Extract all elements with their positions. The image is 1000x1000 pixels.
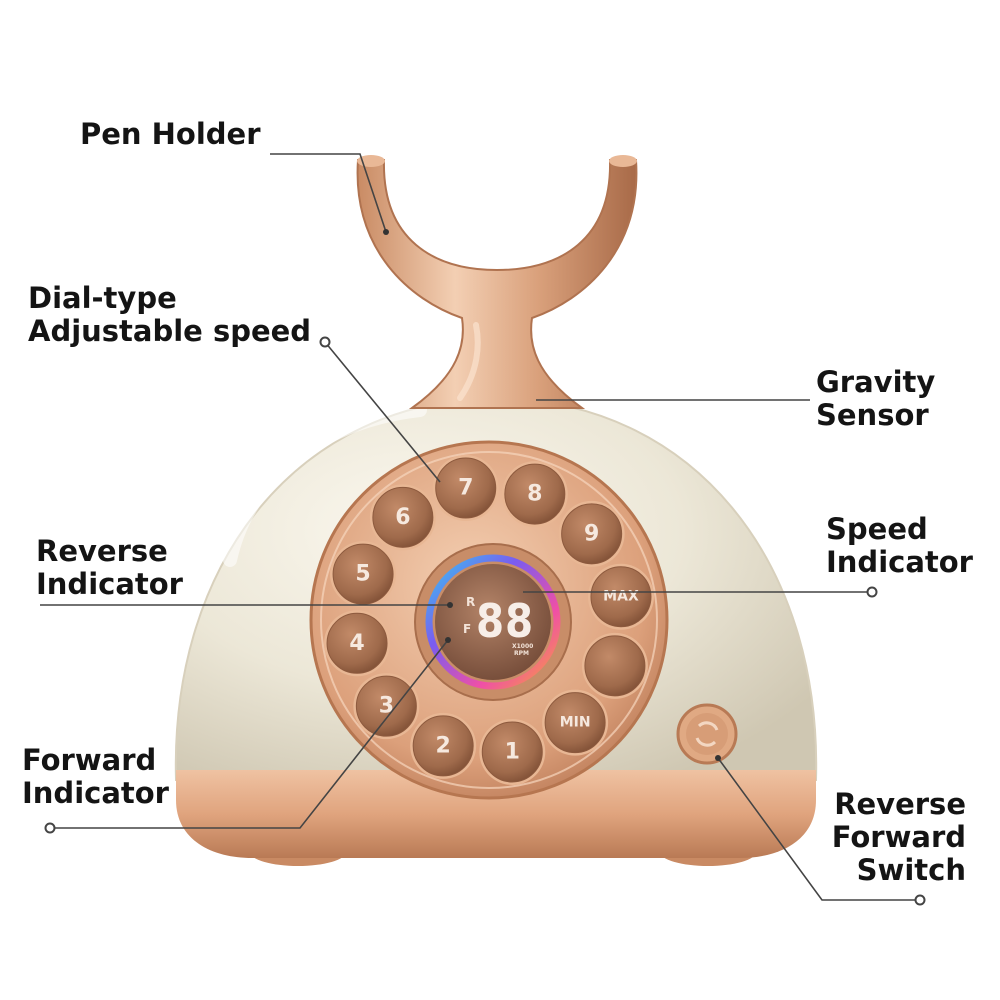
dial-button[interactable]: 4 bbox=[324, 610, 391, 677]
reverse-forward-switch-label: Reverse Forward Switch bbox=[831, 787, 966, 887]
indicator-glow-ring bbox=[425, 554, 561, 690]
dial-button[interactable]: 7 bbox=[432, 455, 499, 522]
speed-display: R F 88 X1000 RPM bbox=[414, 543, 572, 701]
dial-button[interactable]: 5 bbox=[330, 541, 397, 608]
display-screen bbox=[435, 564, 551, 680]
dial-button[interactable]: 8 bbox=[501, 461, 568, 528]
dial-button[interactable]: MAX bbox=[587, 563, 654, 630]
dial-button-label: 6 bbox=[395, 505, 410, 530]
reverse-letter: R bbox=[466, 595, 475, 609]
dial-button-label: 7 bbox=[458, 476, 473, 501]
forward-indicator-label: Forward Indicator bbox=[22, 743, 169, 810]
dial-button-label: 5 bbox=[355, 562, 370, 587]
pen-holder bbox=[356, 155, 638, 409]
dial-button-label: 9 bbox=[584, 521, 599, 546]
gravity-sensor-label: Gravity Sensor bbox=[816, 365, 936, 432]
dial-button-label: 1 bbox=[505, 739, 520, 764]
callout-end-points bbox=[383, 229, 721, 761]
dial-speed-label: Dial-type Adjustable speed bbox=[28, 281, 312, 348]
dial-button[interactable]: MIN bbox=[542, 689, 609, 756]
dial-button[interactable]: 1 bbox=[479, 718, 546, 785]
dial-button-label: 4 bbox=[349, 631, 364, 656]
dial-button[interactable]: 2 bbox=[410, 712, 477, 779]
dial-button-label: MAX bbox=[603, 589, 639, 605]
forward-letter: F bbox=[463, 622, 471, 636]
dial-button[interactable]: 9 bbox=[558, 500, 625, 567]
dial-button[interactable]: 6 bbox=[369, 484, 436, 551]
dial-button[interactable]: 3 bbox=[353, 673, 420, 740]
dial-button-label: MIN bbox=[560, 715, 591, 731]
rotate-icon bbox=[697, 721, 719, 731]
reverse-forward-switch[interactable] bbox=[676, 703, 738, 765]
unit-rpm: RPM bbox=[514, 650, 529, 657]
speed-digits: 88 bbox=[476, 594, 534, 648]
reverse-indicator-label: Reverse Indicator bbox=[36, 534, 183, 601]
dial-button-label: 8 bbox=[527, 482, 542, 507]
unit-multiplier: X1000 bbox=[512, 643, 533, 650]
dial-button-label: 2 bbox=[436, 733, 451, 758]
pen-holder-label: Pen Holder bbox=[80, 117, 261, 151]
callout-lines bbox=[40, 153, 920, 901]
callout-dots bbox=[44, 336, 926, 906]
dial-button[interactable] bbox=[581, 632, 648, 699]
dial-button-label: 3 bbox=[379, 694, 394, 719]
base-band bbox=[176, 770, 816, 858]
speed-indicator-label: Speed Indicator bbox=[826, 512, 973, 579]
